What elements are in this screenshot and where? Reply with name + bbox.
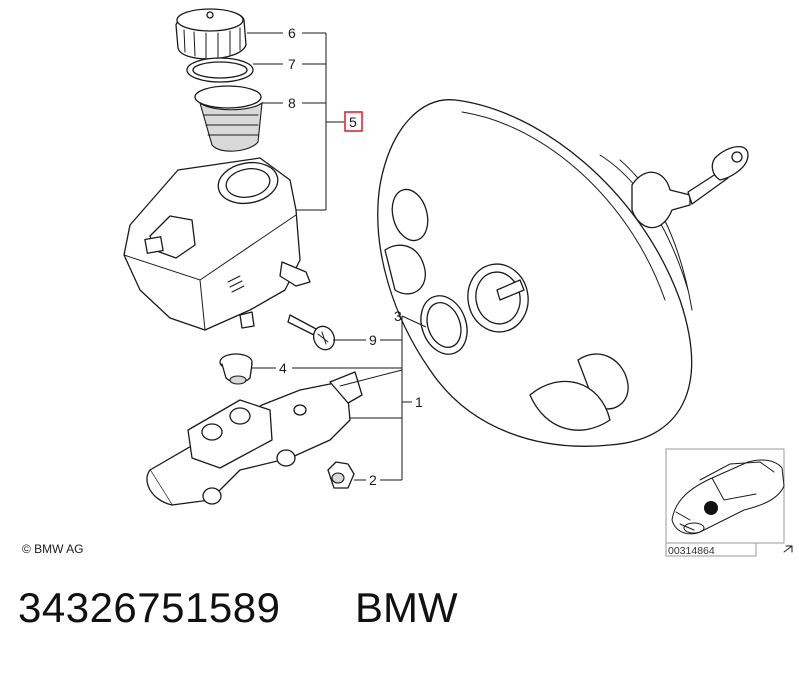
reservoir-plug (219, 353, 253, 385)
master-cylinder (146, 371, 363, 506)
callout-6[interactable]: 6 (288, 25, 296, 41)
callout-1[interactable]: 1 (415, 394, 423, 410)
brand-name: BMW (355, 584, 458, 631)
copyright-label: © BMW AG (22, 542, 84, 556)
reservoir-cap (175, 8, 247, 60)
location-marker (704, 501, 718, 515)
hex-nut (327, 461, 355, 489)
strainer-filter (194, 85, 263, 152)
image-code: 00314864 (668, 545, 715, 557)
callout-9[interactable]: 9 (369, 332, 377, 348)
fluid-reservoir (123, 157, 311, 331)
leader-lines (247, 32, 427, 481)
callout-5[interactable]: 5 (349, 114, 357, 130)
car-outline-icon (671, 459, 785, 535)
brake-booster (377, 99, 749, 447)
callout-8[interactable]: 8 (288, 95, 296, 111)
callout-2[interactable]: 2 (369, 472, 377, 488)
screw (287, 314, 336, 351)
corner-arrow-icon (783, 545, 793, 553)
callout-4[interactable]: 4 (279, 360, 287, 376)
sealing-ring (186, 57, 254, 83)
part-number: 34326751589 (18, 584, 281, 631)
callout-5-highlight-box (344, 111, 363, 132)
callout-3[interactable]: 3 (394, 308, 402, 324)
callout-7[interactable]: 7 (288, 56, 296, 72)
seal-ring (420, 295, 468, 355)
vehicle-locator: 00314864 (665, 448, 793, 557)
